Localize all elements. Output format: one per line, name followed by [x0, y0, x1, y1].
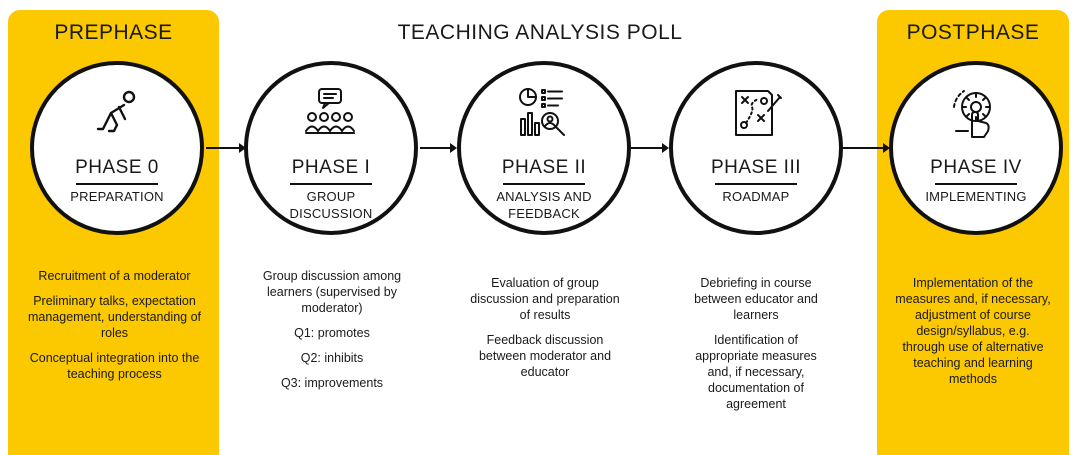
group-discussion-icon	[305, 88, 355, 134]
description-line: Group discussion among learners (supervi…	[262, 269, 402, 315]
phase-title: PHASE I	[291, 157, 371, 178]
description-line: Evaluation of group discussion and prepa…	[470, 276, 620, 322]
phase-0-description: Recruitment of a moderator Preliminary t…	[27, 268, 202, 391]
description-line: Preliminary talks, expectation managemen…	[27, 294, 202, 340]
phase-3-circle: PHASE III ROADMAP	[669, 61, 843, 235]
crawling-person-icon	[96, 90, 136, 133]
phase-4-circle: PHASE IV IMPLEMENTING	[889, 61, 1063, 235]
arrow-phase0-to-phase1	[206, 143, 246, 153]
description-line: Implementation of the measures and, if n…	[895, 276, 1051, 386]
phase-4-description: Implementation of the measures and, if n…	[895, 275, 1051, 396]
phase-3-description: Debriefing in course between educator an…	[683, 275, 829, 421]
prephase-heading: PREPHASE	[54, 21, 173, 44]
arrow-phase2-to-phase3	[631, 143, 669, 153]
description-line: Debriefing in course between educator an…	[694, 276, 818, 322]
phase-subtitle: GROUP DISCUSSION	[289, 189, 373, 221]
description-line: Conceptual integration into the teaching…	[29, 351, 200, 381]
phase-2-description: Evaluation of group discussion and prepa…	[470, 275, 620, 389]
postphase-heading: POSTPHASE	[906, 21, 1040, 44]
description-line: Q2: inhibits	[300, 351, 364, 365]
phase-divider	[290, 183, 372, 185]
phase-divider	[935, 183, 1017, 185]
phase-subtitle: ROADMAP	[722, 189, 790, 204]
description-line: Identification of appropriate measures a…	[695, 333, 817, 411]
description-line: Feedback discussion between moderator an…	[478, 333, 612, 379]
phase-2-circle: PHASE II ANALYSIS AND FEEDBACK	[457, 61, 631, 235]
phase-subtitle: PREPARATION	[70, 189, 164, 204]
phase-1-description: Group discussion among learners (supervi…	[242, 268, 422, 400]
phase-title: PHASE III	[710, 157, 802, 178]
data-analysis-icon	[519, 88, 565, 136]
phase-0-circle: PHASE 0 PREPARATION	[30, 61, 204, 235]
phase-title: PHASE 0	[75, 157, 159, 178]
phase-divider	[715, 183, 797, 185]
gear-hand-icon	[953, 90, 991, 138]
phase-1-circle: PHASE I GROUP DISCUSSION	[244, 61, 418, 235]
phase-divider	[503, 183, 585, 185]
phase-title: PHASE II	[501, 157, 587, 178]
description-line: Q3: improvements	[280, 376, 384, 390]
phase-subtitle: ANALYSIS AND FEEDBACK	[496, 189, 592, 221]
arrow-phase1-to-phase2	[420, 143, 457, 153]
arrow-phase3-to-phase4	[843, 143, 890, 153]
strategy-map-icon	[735, 90, 782, 136]
phase-divider	[76, 183, 158, 185]
description-line: Q1: promotes	[294, 326, 370, 340]
phase-subtitle: IMPLEMENTING	[925, 189, 1027, 204]
diagram-title: TEACHING ANALYSIS POLL	[397, 21, 683, 44]
phase-title: PHASE IV	[930, 157, 1022, 178]
description-line: Recruitment of a moderator	[38, 269, 191, 283]
